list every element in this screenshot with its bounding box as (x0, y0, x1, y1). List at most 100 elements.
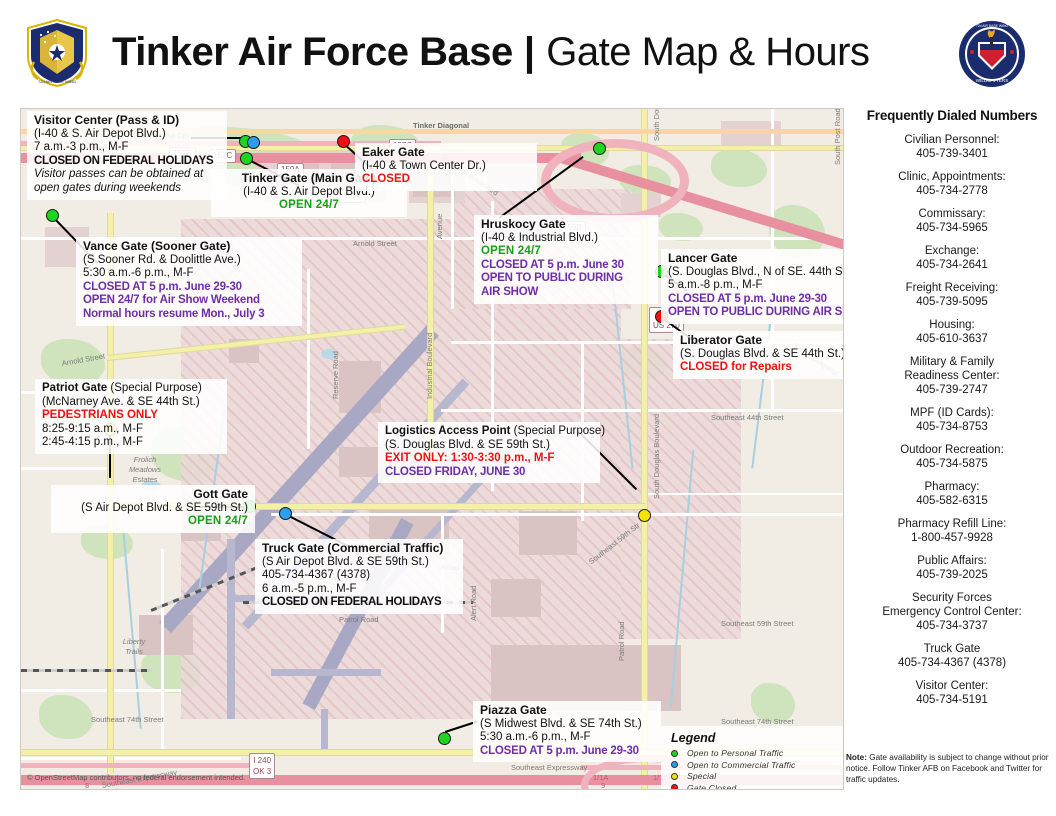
phone-entry: Commissary:405-734-5965 (852, 207, 1052, 235)
callout-holiday-note: CLOSED ON FEDERAL HOLIDAYS (34, 154, 214, 167)
gate-dot-logistics-access-point[interactable] (638, 509, 651, 522)
callout-piazza-gate[interactable]: Piazza Gate (S Midwest Blvd. & SE 74th S… (473, 701, 661, 763)
title-separator: | (523, 30, 536, 74)
phone-label: Civilian Personnel: (904, 134, 1000, 146)
callout-title: Logistics Access Point (385, 425, 511, 437)
map-attribution: © OpenStreetMap contributors, no federal… (27, 773, 246, 782)
callout-eaker-gate[interactable]: Eaker Gate (I-40 & Town Center Dr.) CLOS… (355, 143, 537, 191)
callout-title: Piazza Gate (480, 703, 547, 717)
callout-title: Visitor Center (Pass & ID) (34, 113, 180, 127)
phone-number[interactable]: 405-734-2641 (916, 259, 988, 271)
phone-entry: Exchange:405-734-2641 (852, 244, 1052, 272)
callout-gott-gate[interactable]: Gott Gate (S Air Depot Blvd. & SE 59th S… (51, 485, 255, 533)
callout-address: (S Air Depot Blvd. & SE 59th St.) (262, 555, 429, 568)
callout-title-sub: (Special Purpose) (510, 425, 606, 437)
map-street (491, 201, 494, 491)
road-label-se-74th-street: Southeast 74th Street (91, 715, 164, 724)
map-arterial-orange (21, 129, 843, 134)
callout-liberator-gate[interactable]: Liberator Gate (S. Douglas Blvd. & SE 44… (673, 331, 844, 379)
road-label-ramp-8: 8 (85, 781, 90, 790)
callout-lancer-gate[interactable]: Lancer Gate (S. Douglas Blvd., N of SE. … (661, 249, 843, 324)
callout-title: Gott Gate (193, 487, 248, 501)
callout-address: (S. Douglas Blvd. & SE 44th St.) (680, 347, 844, 360)
callout-logistics-access-point[interactable]: Logistics Access Point (Special Purpose)… (378, 422, 605, 484)
callout-title: Hruskocy Gate (481, 217, 566, 231)
road-label-ramp-9: 9 (601, 781, 606, 790)
phone-number[interactable]: 405-739-2025 (916, 569, 988, 581)
phone-number[interactable]: 405-610-3637 (916, 333, 988, 345)
phone-label: Public Affairs: (917, 555, 987, 567)
callout-patriot-gate[interactable]: Patriot Gate (Special Purpose) (McNarney… (35, 379, 227, 454)
map-street (451, 169, 454, 309)
callout-notice-2: OPEN TO PUBLIC DURING (481, 272, 623, 285)
phones-title: Frequently Dialed Numbers (866, 108, 1038, 123)
callout-notice-2: OPEN TO PUBLIC DURING AIR SHOW (668, 306, 843, 319)
callout-address: (S Sooner Rd. & Doolittle Ave.) (83, 253, 241, 266)
wildcatters-emblem-icon: 72d AIR BASE WING WILDCATTERS (959, 21, 1025, 87)
map-building (491, 579, 541, 617)
road-label-ramp-1-1a: 1/1A (593, 773, 609, 782)
map-street (21, 689, 181, 692)
base-map[interactable]: 157B 157B 157C 157C 159A 159A 159B 159B … (20, 108, 844, 790)
callout-tinker-gate[interactable]: Tinker Gate (Main Gate) (I-40 & S. Air D… (211, 169, 407, 217)
phone-label: Freight Receiving: (905, 282, 999, 294)
road-label-se-59th-street: Southeast 59th Street (721, 619, 794, 628)
callout-notice-3: Normal hours resume Mon., July 3 (83, 307, 265, 320)
phone-number[interactable]: 405-734-4367 (4378) (897, 657, 1007, 669)
callout-vance-gate[interactable]: Vance Gate (Sooner Gate) (S Sooner Rd. &… (76, 237, 302, 326)
map-street (161, 549, 164, 749)
phone-number[interactable]: 405-734-5965 (916, 222, 988, 234)
phone-number[interactable]: 405-739-2747 (916, 384, 988, 396)
phone-number[interactable]: 405-739-5095 (916, 296, 988, 308)
map-street (307, 269, 310, 449)
gate-dot-vance-gate[interactable] (46, 209, 59, 222)
road-label-se-74th-street: Southeast 74th Street (721, 717, 794, 726)
phone-label: Housing: (929, 319, 975, 331)
phone-number[interactable]: 405-734-5191 (916, 694, 988, 706)
phone-label: Pharmacy: (924, 481, 980, 493)
disclaimer-note: Note: Gate availability is subject to ch… (846, 752, 1054, 785)
callout-notice-2: OPEN 24/7 for Air Show Weekend (83, 294, 260, 307)
callout-hours-1: 8:25-9:15 a.m., M-F (42, 422, 143, 435)
road-label-ramp-1-1b: 1/1B (653, 773, 668, 782)
map-green-area (659, 213, 703, 241)
gate-dot-truck-gate[interactable] (279, 507, 292, 520)
callout-visitor-center[interactable]: Visitor Center (Pass & ID) (I-40 & S. Ai… (27, 111, 227, 200)
gate-dot-eaker-gate[interactable] (337, 135, 350, 148)
callout-notice-1: CLOSED FRIDAY, JUNE 30 (385, 465, 526, 478)
callout-status: OPEN 24/7 (279, 199, 339, 212)
phone-number[interactable]: 405-734-2778 (916, 185, 988, 197)
callout-address: (I-40 & S. Air Depot Blvd.) (34, 127, 166, 140)
callout-title-sub: (Special Purpose) (107, 382, 202, 394)
svg-text:72d AIR BASE WING: 72d AIR BASE WING (38, 79, 76, 84)
page-title: Tinker Air Force Base | Gate Map & Hours (112, 24, 870, 80)
map-arterial-59th (107, 503, 645, 510)
note-bold: Note: (846, 753, 867, 762)
callout-hruskocy-gate[interactable]: Hruskocy Gate (I-40 & Industrial Blvd.) … (474, 215, 658, 304)
phone-number[interactable]: 405-582-6315 (916, 495, 988, 507)
gate-dot-hruskocy-gate[interactable] (593, 142, 606, 155)
gate-dot-piazza-gate[interactable] (438, 732, 451, 745)
phone-number[interactable]: 405-734-8753 (916, 421, 988, 433)
title-bold: Tinker Air Force Base (112, 30, 513, 74)
phone-number[interactable]: 405-734-5875 (916, 458, 988, 470)
callout-status: CLOSED (362, 173, 410, 186)
map-arterial-douglas (641, 109, 648, 789)
callout-address: (S Midwest Blvd. & SE 74th St.) (480, 717, 642, 730)
phone-number[interactable]: 1-800-457-9928 (911, 532, 993, 544)
callout-title: Lancer Gate (668, 251, 738, 265)
phone-number[interactable]: 405-739-3401 (916, 148, 988, 160)
road-label-industrial-blvd: Industrial Boulevard (425, 332, 434, 399)
legend-item-personal: Open to Personal Traffic (671, 748, 843, 758)
road-label-south-douglas-blvd: South Doug (652, 108, 661, 141)
map-street (21, 757, 241, 760)
callout-hours: 5:30 a.m.-6 p.m., M-F (480, 731, 591, 744)
gate-dot-visitor-center-commercial[interactable] (247, 136, 260, 149)
phone-number[interactable]: 405-734-3737 (916, 620, 988, 632)
gate-dot-tinker-gate[interactable] (240, 152, 253, 165)
callout-truck-gate[interactable]: Truck Gate (Commercial Traffic) (S Air D… (255, 539, 463, 614)
callout-italic-note-1: Visitor passes can be obtained at (34, 168, 204, 181)
map-building (491, 645, 681, 711)
